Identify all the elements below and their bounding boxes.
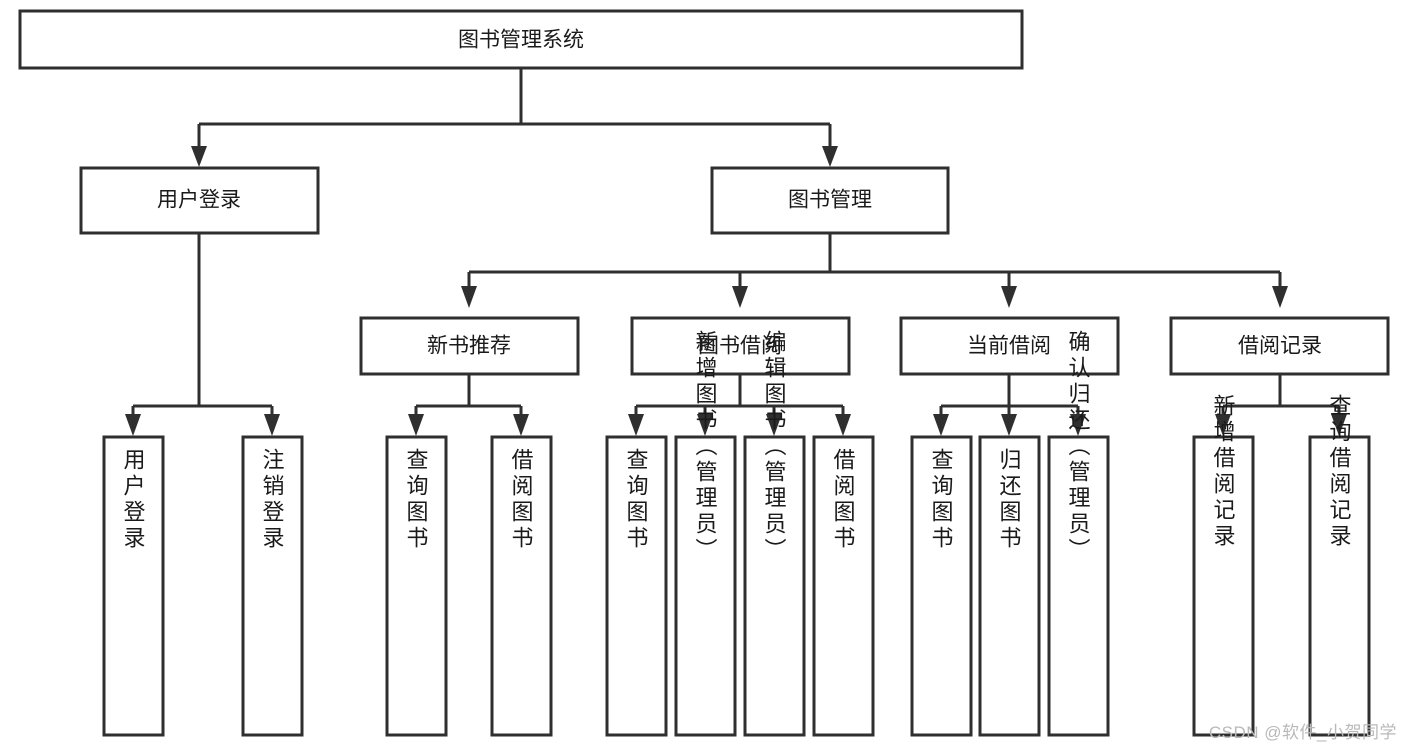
node-leaf-query-book-1-box[interactable]: [385, 435, 448, 737]
node-leaf-borrow-book-1-label: 借阅图书: [509, 448, 534, 552]
node-book-manage-box[interactable]: [710, 166, 950, 235]
arrow-head-leaf-logout: [264, 414, 280, 436]
arrow-head-leaf-return-book: [1001, 414, 1017, 436]
node-leaf-confirm-return[interactable]: 确认归还（管理员）: [1047, 330, 1110, 737]
node-leaf-add-book[interactable]: 新增图书（管理员）: [674, 330, 737, 737]
arrow-head-leaf-confirm-return: [1070, 414, 1086, 436]
node-leaf-query-book-2[interactable]: 查询图书: [605, 435, 668, 737]
node-root-box[interactable]: [18, 9, 1024, 70]
arrow-head-leaf-borrow-book-2: [835, 414, 851, 436]
arrow-head-borrow-record: [1272, 286, 1288, 308]
node-leaf-confirm-return-label: 确认归还（管理员）: [1066, 330, 1091, 564]
node-leaf-borrow-book-1[interactable]: 借阅图书: [490, 435, 553, 737]
arrow-head-leaf-query-record: [1331, 414, 1347, 436]
node-new-book-recommend-box[interactable]: [359, 316, 580, 376]
arrow-head-leaf-query-book-2: [628, 414, 644, 436]
node-leaf-query-book-3[interactable]: 查询图书: [910, 435, 973, 737]
node-leaf-return-book-box[interactable]: [978, 435, 1041, 737]
arrow-head-leaf-add-book: [697, 414, 713, 436]
node-leaf-add-book-label: 新增图书（管理员）: [693, 330, 718, 564]
node-leaf-user-login-box[interactable]: [102, 435, 165, 737]
node-leaf-query-book-1-label: 查询图书: [404, 448, 429, 552]
node-user-login[interactable]: 用户登录: [79, 166, 320, 235]
node-leaf-query-record-label: 查询借阅记录: [1327, 394, 1352, 550]
node-leaf-query-book-3-box[interactable]: [910, 435, 973, 737]
node-root-label: 图书管理系统: [458, 29, 584, 52]
node-book-manage[interactable]: 图书管理: [710, 166, 950, 235]
node-leaf-borrow-book-2-label: 借阅图书: [831, 448, 856, 552]
node-book-borrow-label: 图书借阅: [698, 335, 782, 358]
connector-group-root: [191, 68, 838, 167]
node-leaf-borrow-book-2-box[interactable]: [812, 435, 875, 737]
arrow-head-current-borrow: [1001, 286, 1017, 308]
node-leaf-return-book[interactable]: 归还图书: [978, 435, 1041, 737]
connector-group-user-login: [125, 233, 280, 436]
arrow-head-book-borrow: [732, 286, 748, 308]
arrow-head-leaf-user-login: [125, 414, 141, 436]
node-leaf-logout-box[interactable]: [241, 435, 304, 737]
node-leaf-query-book-1[interactable]: 查询图书: [385, 435, 448, 737]
node-book-borrow-box[interactable]: [630, 316, 851, 376]
connector-group-book-borrow: [628, 374, 851, 436]
node-leaf-add-record[interactable]: 新增借阅记录: [1192, 394, 1255, 737]
arrow-head-leaf-edit-book: [766, 414, 782, 436]
arrow-head-new-book-recommend: [461, 286, 477, 308]
node-leaf-return-book-label: 归还图书: [997, 448, 1022, 552]
node-leaf-user-login-label: 用户登录: [121, 448, 146, 552]
node-root[interactable]: 图书管理系统: [18, 9, 1024, 70]
node-leaf-borrow-book-1-box[interactable]: [490, 435, 553, 737]
node-current-borrow[interactable]: 当前借阅: [899, 316, 1120, 376]
arrow-head-leaf-query-book-3: [933, 414, 949, 436]
connector-group-borrow-record: [1215, 374, 1347, 436]
arrow-head-user-login: [191, 146, 207, 167]
arrow-head-leaf-borrow-book-1: [513, 414, 529, 436]
arrow-head-leaf-query-book-1: [408, 414, 424, 436]
node-leaf-add-book-box[interactable]: [674, 435, 737, 737]
node-leaf-borrow-book-2[interactable]: 借阅图书: [812, 435, 875, 737]
node-leaf-query-record[interactable]: 查询借阅记录: [1308, 394, 1371, 737]
node-leaf-logout[interactable]: 注销登录: [241, 435, 304, 737]
node-leaf-query-book-2-box[interactable]: [605, 435, 668, 737]
node-book-manage-label: 图书管理: [788, 189, 872, 212]
node-leaf-confirm-return-box[interactable]: [1047, 435, 1110, 737]
node-leaf-user-login[interactable]: 用户登录: [102, 435, 165, 737]
node-book-borrow[interactable]: 图书借阅: [630, 316, 851, 376]
node-user-login-box[interactable]: [79, 166, 320, 235]
node-leaf-add-record-box[interactable]: [1192, 435, 1255, 737]
node-leaf-logout-label: 注销登录: [260, 448, 285, 552]
node-current-borrow-box[interactable]: [899, 316, 1120, 376]
node-leaf-query-record-box[interactable]: [1308, 435, 1371, 737]
node-current-borrow-label: 当前借阅: [967, 335, 1051, 358]
arrow-head-leaf-add-record: [1215, 414, 1231, 436]
node-leaf-edit-book-label: 编辑图书（管理员）: [762, 330, 787, 564]
node-new-book-recommend-label: 新书推荐: [427, 335, 511, 358]
node-leaf-edit-book[interactable]: 编辑图书（管理员）: [743, 330, 806, 737]
node-borrow-record-label: 借阅记录: [1238, 335, 1322, 358]
connector-group-current-borrow: [933, 374, 1086, 436]
node-new-book-recommend[interactable]: 新书推荐: [359, 316, 580, 376]
arrow-head-book-manage: [822, 146, 838, 167]
node-borrow-record-box[interactable]: [1169, 316, 1390, 376]
connector-group-book-manage: [461, 233, 1288, 308]
connector-group-new-book-recommend: [408, 374, 529, 436]
node-user-login-label: 用户登录: [157, 189, 241, 212]
node-leaf-query-book-3-label: 查询图书: [929, 448, 954, 552]
watermark-text: CSDN @软件_小贺同学: [1208, 723, 1397, 742]
node-leaf-add-record-label: 新增借阅记录: [1211, 394, 1236, 550]
node-leaf-query-book-2-label: 查询图书: [624, 448, 649, 552]
node-leaf-edit-book-box[interactable]: [743, 435, 806, 737]
node-borrow-record[interactable]: 借阅记录: [1169, 316, 1390, 376]
